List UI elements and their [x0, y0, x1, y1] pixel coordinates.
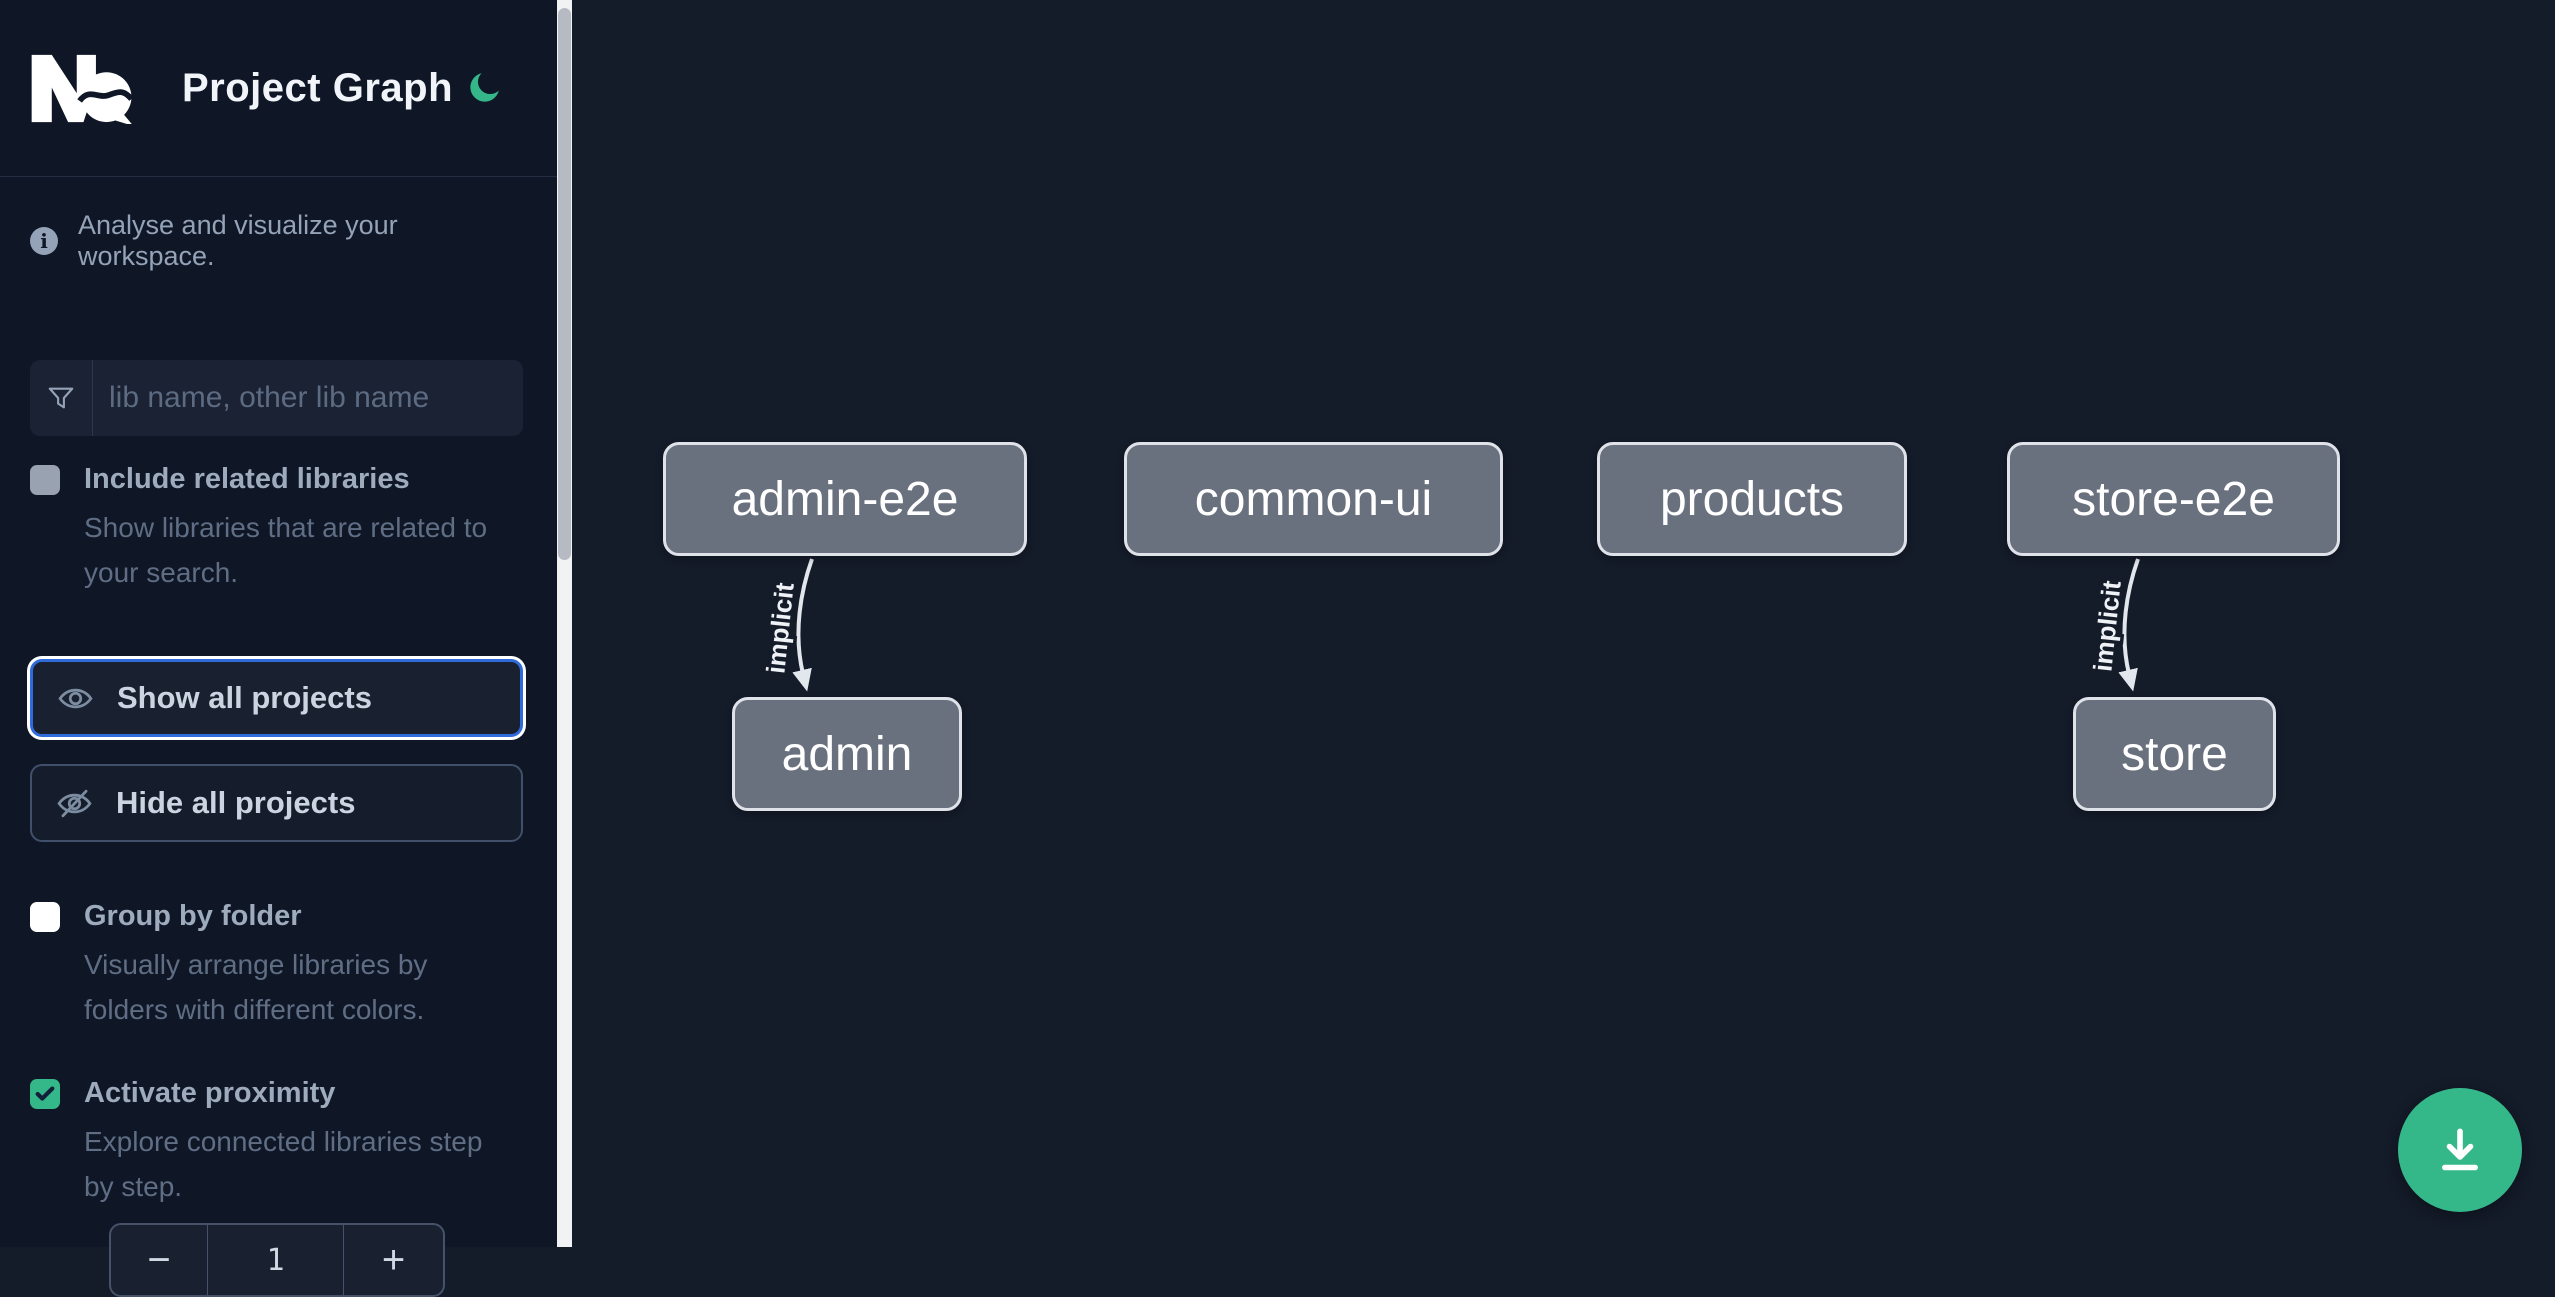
- page-title: Project Graph: [182, 65, 454, 110]
- theme-toggle-button[interactable]: [465, 68, 505, 108]
- proximity-stepper: − 1 +: [109, 1223, 445, 1297]
- group-by-folder-checkbox[interactable]: [30, 902, 60, 932]
- moon-icon: [470, 72, 499, 102]
- sidebar-header: Project Graph: [0, 0, 557, 177]
- group-by-folder-row: Group by folder Visually arrange librari…: [30, 900, 523, 1032]
- search-box: [30, 360, 523, 436]
- graph-node-common-ui[interactable]: common-ui: [1124, 442, 1503, 556]
- graph-node-products[interactable]: products: [1597, 442, 1907, 556]
- activate-proximity-description: Explore connected libraries step by step…: [84, 1126, 483, 1202]
- eye-icon: [58, 688, 93, 708]
- edge-label: implicit: [2087, 579, 2126, 673]
- proximity-value: 1: [208, 1225, 344, 1295]
- graph-node-store-e2e[interactable]: store-e2e: [2007, 442, 2340, 556]
- include-related-row: Include related libraries Show libraries…: [30, 463, 523, 595]
- graph-node-store[interactable]: store: [2073, 697, 2276, 811]
- activate-proximity-label: Activate proximity: [84, 1077, 336, 1109]
- search-input[interactable]: [93, 360, 523, 436]
- sidebar: Project Graph i Analyse and visualize yo…: [0, 0, 557, 1297]
- sidebar-scrollbar[interactable]: [557, 0, 572, 1247]
- project-graph-canvas[interactable]: implicit implicit admin-e2e common-ui produ…: [572, 0, 2555, 1247]
- hide-all-projects-button[interactable]: Hide all projects: [30, 764, 523, 842]
- show-all-projects-label: Show all projects: [117, 680, 372, 715]
- hide-all-projects-label: Hide all projects: [116, 785, 356, 820]
- group-by-folder-label: Group by folder: [84, 900, 302, 932]
- edge-label: implicit: [760, 581, 799, 675]
- info-icon: i: [30, 227, 58, 255]
- edge-store-e2e-to-store: [2118, 558, 2140, 692]
- check-icon: [35, 1086, 55, 1101]
- include-related-checkbox[interactable]: [30, 465, 60, 495]
- graph-node-admin[interactable]: admin: [732, 697, 962, 811]
- eye-off-icon: [57, 789, 92, 817]
- download-icon: [2442, 1128, 2478, 1171]
- nx-logo: [31, 54, 134, 124]
- download-graph-button[interactable]: [2398, 1088, 2522, 1212]
- show-all-projects-button[interactable]: Show all projects: [30, 659, 523, 737]
- group-by-folder-description: Visually arrange libraries by folders wi…: [84, 949, 428, 1025]
- sidebar-content: i Analyse and visualize your workspace. …: [0, 210, 557, 1297]
- proximity-decrement-button[interactable]: −: [111, 1225, 208, 1295]
- include-related-label: Include related libraries: [84, 463, 410, 495]
- graph-node-admin-e2e[interactable]: admin-e2e: [663, 442, 1027, 556]
- filter-icon: [30, 360, 93, 436]
- activate-proximity-checkbox[interactable]: [30, 1079, 60, 1109]
- include-related-description: Show libraries that are related to your …: [84, 512, 488, 588]
- edge-admin-e2e-to-admin: [792, 558, 814, 692]
- tagline-row: i Analyse and visualize your workspace.: [30, 210, 523, 272]
- tagline-text: Analyse and visualize your workspace.: [78, 210, 398, 271]
- activate-proximity-row: Activate proximity Explore connected lib…: [30, 1077, 523, 1209]
- edge-layer: implicit implicit: [757, 558, 2140, 692]
- sidebar-scrollbar-thumb[interactable]: [558, 8, 571, 560]
- proximity-increment-button[interactable]: +: [381, 1237, 406, 1282]
